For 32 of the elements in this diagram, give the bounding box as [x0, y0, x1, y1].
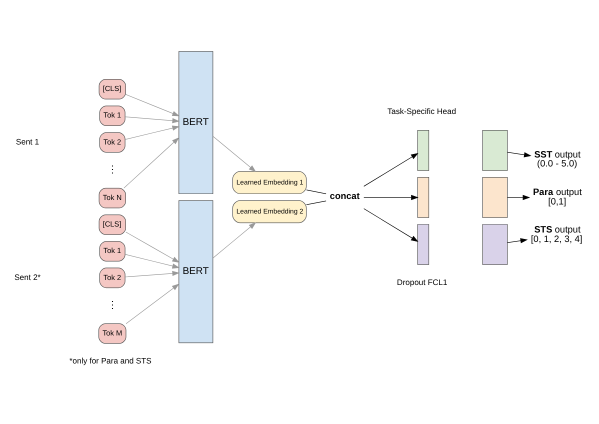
arrow [507, 152, 532, 158]
node-box [417, 130, 430, 171]
node-box: BERT [178, 51, 214, 194]
arrow [124, 137, 180, 188]
arrow [212, 222, 256, 258]
node-box [482, 177, 508, 218]
label: ⋮ [107, 164, 118, 176]
arrow [126, 232, 180, 263]
arrow [124, 126, 180, 140]
connector [306, 200, 326, 206]
connector [306, 190, 326, 194]
arrow [212, 136, 256, 172]
arrow [126, 94, 180, 116]
arrow [126, 284, 180, 324]
arrow [507, 194, 530, 200]
node-box: BERT [178, 200, 214, 344]
arrow [364, 208, 418, 242]
node-text: concat [330, 191, 360, 202]
node-box [417, 177, 430, 218]
node-box [482, 224, 508, 265]
node-text: STS output [0, 1, 2, 3, 4] [530, 224, 582, 244]
label: ⋮ [107, 300, 118, 312]
arrow [124, 254, 180, 269]
arrow [124, 270, 180, 278]
node-text: Para output [0,1] [533, 186, 582, 206]
arrow [507, 238, 528, 244]
node-box [482, 130, 508, 171]
arrow [364, 194, 419, 200]
node-box [417, 224, 430, 265]
arrow [364, 153, 418, 187]
arrow [124, 116, 180, 124]
node-text: SST output (0.0 - 5.0) [534, 149, 581, 169]
